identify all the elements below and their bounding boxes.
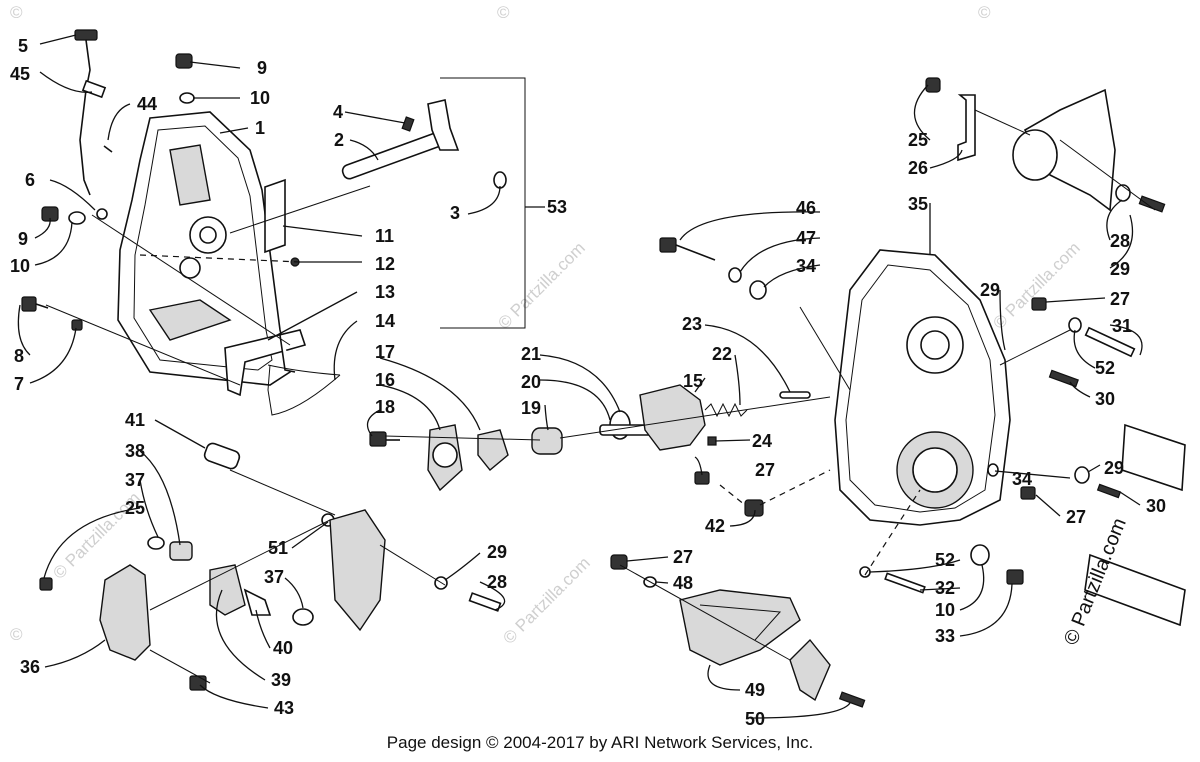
watermark-text: © Partzilla.com — [494, 238, 588, 332]
callout-3: 3 — [450, 203, 460, 223]
watermark-text: © Partzilla.com — [989, 238, 1083, 332]
callout-51: 50 — [745, 709, 765, 729]
callout-53: 53 — [547, 197, 567, 217]
callout-29: 29 — [487, 542, 507, 562]
callout-10: 10 — [250, 88, 270, 108]
callout-48: 47 — [796, 228, 816, 248]
callout-17: 17 — [375, 342, 395, 362]
callout-21: 21 — [521, 344, 541, 364]
callout-50: 49 — [745, 680, 765, 700]
callout-7: 7 — [14, 374, 24, 394]
callout-18: 18 — [375, 397, 395, 417]
callout-26: 26 — [908, 158, 928, 178]
callout-29: 29 — [980, 280, 1000, 300]
callout-20: 20 — [521, 372, 541, 392]
callout-28: 28 — [1110, 231, 1130, 251]
watermark-corner: © — [978, 3, 991, 22]
callout-40: 40 — [273, 638, 293, 658]
callout-34: 34 — [796, 256, 816, 276]
callout-37: 37 — [264, 567, 284, 587]
callout-29: 29 — [1110, 259, 1130, 279]
watermark-text: © Partzilla.com — [499, 553, 593, 647]
callout-13: 13 — [375, 282, 395, 302]
callout-52: 52 — [1095, 358, 1115, 378]
callout-19: 19 — [521, 398, 541, 418]
callout-10: 10 — [935, 600, 955, 620]
watermark-corner: © — [10, 3, 23, 22]
callout-39: 39 — [271, 670, 291, 690]
callout-6: 6 — [25, 170, 35, 190]
callout-35: 35 — [908, 194, 928, 214]
leader-lines — [17, 34, 1143, 719]
callout-49: 48 — [673, 573, 693, 593]
callout-25: 25 — [908, 130, 928, 150]
callout-27: 27 — [1110, 289, 1130, 309]
callout-29: 29 — [1104, 458, 1124, 478]
callout-47: 46 — [796, 198, 816, 218]
callout-4: 4 — [333, 102, 343, 122]
callout-38: 38 — [125, 441, 145, 461]
callout-16: 16 — [375, 370, 395, 390]
callout-27: 27 — [755, 460, 775, 480]
watermark-corner: © — [497, 3, 510, 22]
callout-25: 25 — [125, 498, 145, 518]
callout-5: 5 — [18, 36, 28, 56]
callout-43: 42 — [705, 516, 725, 536]
callout-11: 11 — [375, 226, 394, 246]
callout-8: 8 — [14, 346, 24, 366]
callout-42: 43 — [274, 698, 294, 718]
callout-23: 23 — [682, 314, 702, 334]
callout-30: 30 — [1095, 389, 1115, 409]
callout-27: 27 — [673, 547, 693, 567]
callout-9: 9 — [18, 229, 28, 249]
callout-31: 31 — [1112, 316, 1132, 336]
footer-credit: Page design © 2004-2017 by ARI Network S… — [386, 733, 814, 752]
callout-44: 51 — [268, 538, 288, 558]
callout-9: 9 — [257, 58, 267, 78]
callout-34: 34 — [1012, 469, 1032, 489]
callout-12: 12 — [375, 254, 395, 274]
callout-labels: 5 45 44 1 9 10 6 9 10 8 7 4 2 3 53 11 12… — [10, 36, 1166, 729]
callout-28: 28 — [487, 572, 507, 592]
callout-27: 27 — [1066, 507, 1086, 527]
callout-33: 33 — [935, 626, 955, 646]
callout-52: 52 — [935, 550, 955, 570]
callout-30: 30 — [1146, 496, 1166, 516]
callout-2: 2 — [334, 130, 344, 150]
callout-32: 32 — [935, 578, 955, 598]
callout-37: 37 — [125, 470, 145, 490]
parts-artwork — [21, 29, 1186, 708]
callout-46: 45 — [10, 64, 30, 84]
callout-1: 1 — [255, 118, 265, 138]
callout-22: 22 — [712, 344, 732, 364]
callout-36: 36 — [20, 657, 40, 677]
callout-15: 15 — [683, 371, 703, 391]
callout-14: 14 — [375, 311, 395, 331]
callout-24: 24 — [752, 431, 772, 451]
callout-45: 44 — [137, 94, 157, 114]
callout-41: 41 — [125, 410, 145, 430]
watermark-corner: © — [10, 625, 23, 644]
callout-10: 10 — [10, 256, 30, 276]
